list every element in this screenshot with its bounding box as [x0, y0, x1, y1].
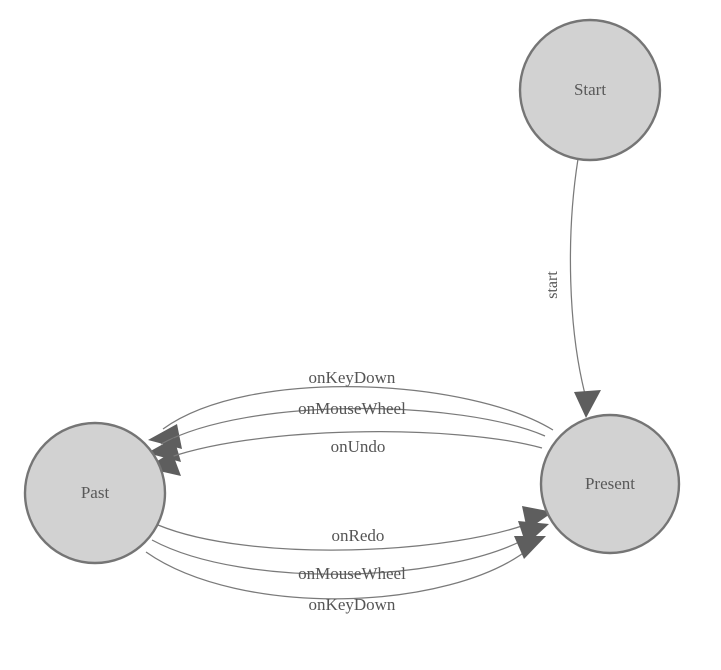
edge-past-to-present-onredo[interactable]: onRedo: [157, 506, 553, 551]
edge-label-onkeydown-bottom: onKeyDown: [309, 595, 396, 614]
edge-label-onredo: onRedo: [332, 526, 385, 545]
node-past-label: Past: [81, 483, 110, 502]
node-start[interactable]: Start: [518, 18, 662, 162]
edge-onkeydown-top-path: [162, 385, 554, 431]
edge-past-to-present-onkeydown[interactable]: onKeyDown: [145, 536, 546, 614]
edge-onredo-path: [157, 519, 539, 551]
edge-onundo-path: [159, 431, 543, 462]
edge-onmousewheel-top-path: [160, 407, 546, 445]
edge-label-onkeydown-top: onKeyDown: [309, 368, 396, 387]
node-present-circle: [539, 413, 681, 555]
node-present-label: Present: [585, 474, 635, 493]
edge-start-arrowhead: [574, 390, 601, 418]
edge-present-to-past-onundo[interactable]: onUndo: [146, 431, 543, 476]
edge-label-onmousewheel-top: onMouseWheel: [298, 399, 406, 418]
edge-start-path: [569, 158, 587, 399]
edge-onkeydown-bottom-arrowhead: [514, 536, 546, 559]
node-present[interactable]: Present: [539, 413, 681, 555]
edge-label-start: start: [544, 271, 561, 299]
edge-onmousewheel-bottom-path: [151, 533, 535, 575]
edge-label-onundo: onUndo: [331, 437, 386, 456]
edge-past-to-present-onmousewheel[interactable]: onMouseWheel: [151, 521, 549, 583]
edge-onkeydown-bottom-path: [145, 547, 531, 600]
node-past[interactable]: Past: [23, 421, 167, 565]
edge-label-onmousewheel-bottom: onMouseWheel: [298, 564, 406, 583]
node-past-circle: [23, 421, 167, 565]
node-start-circle: [518, 18, 662, 162]
node-start-label: Start: [574, 80, 606, 99]
edge-start-to-present[interactable]: start: [544, 158, 601, 418]
